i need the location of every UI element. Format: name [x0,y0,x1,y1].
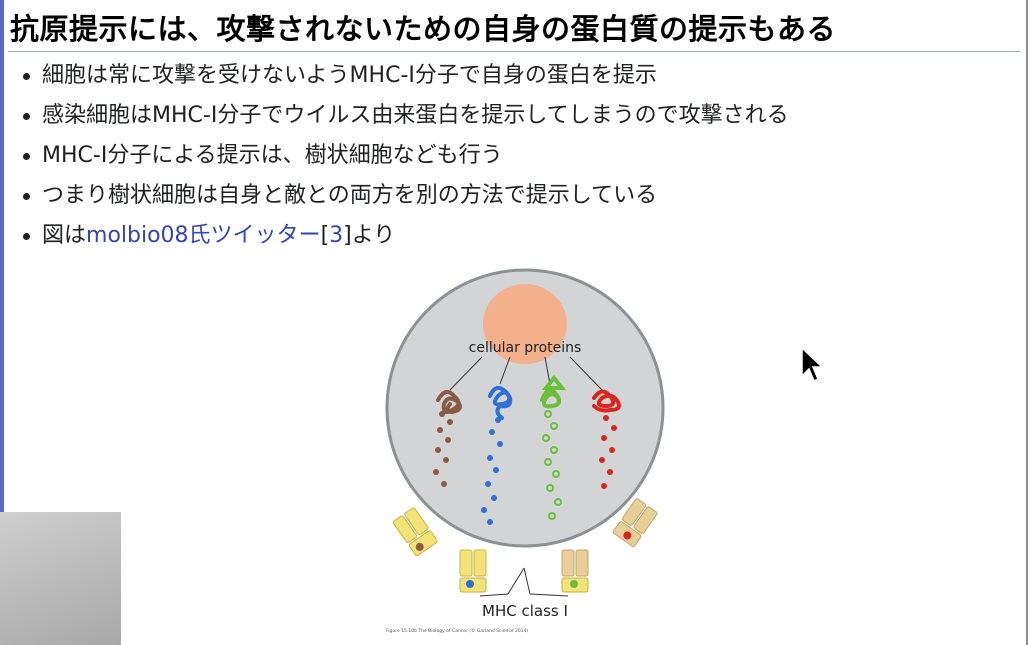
peptides-green [542,410,562,520]
mhc-molecule-left [392,507,438,557]
ref-open: [ [320,223,330,248]
bullet-text: MHC-I分子による提示は、樹状細胞なども行う [42,143,503,168]
protein-brown [436,389,462,415]
bullet-item-source: 図はmolbio08氏ツイッター[3]より [20,216,789,256]
source-prefix: 図は [42,223,87,248]
protein-red [592,389,621,413]
bullet-text: 細胞は常に攻撃を受けないようMHC-I分子で自身の蛋白を提示 [42,63,657,88]
mhc-molecule-right [612,498,658,548]
bullet-dot [23,153,30,160]
bullet-text: 感染細胞はMHC-I分子でウイルス由来蛋白を提示してしまうので攻撃される [42,103,789,128]
bullet-item: MHC-I分子による提示は、樹状細胞なども行う [20,136,789,176]
mhc-molecule-center-left [459,549,487,593]
mouse-cursor-icon [801,346,824,383]
source-suffix: より [351,223,396,248]
peptides-red [599,415,617,489]
bullet-dot [23,113,30,120]
mhc-figure: cellular proteins [385,268,665,634]
mhc-molecule-center-right [561,549,589,593]
protein-blob [483,284,567,364]
ref-close: ] [343,223,352,248]
title-divider [8,51,1020,52]
slide-title: 抗原提示には、攻撃されないための自身の蛋白質の提示もある [10,12,837,46]
bullet-item: つまり樹状細胞は自身と敵との両方を別の方法で提示している [20,176,789,216]
figure-caption: Figure 15.10b The Biology of Cancer (© G… [386,627,528,634]
peptides-brown [433,411,453,487]
label-cellular-proteins: cellular proteins [469,340,582,356]
bullet-text: つまり樹状細胞は自身と敵との両方を別の方法で提示している [42,183,658,208]
bullet-dot [23,73,30,80]
protein-blue [488,385,513,420]
label-mhc-class-i: MHC class I [482,602,568,620]
left-border [0,0,4,645]
right-border [1026,0,1028,645]
pointer-lines [449,356,603,391]
bullet-item: 細胞は常に攻撃を受けないようMHC-I分子で自身の蛋白を提示 [20,56,789,96]
reference-link[interactable]: 3 [329,223,344,248]
cell-body [385,268,665,548]
bullet-item: 感染細胞はMHC-I分子でウイルス由来蛋白を提示してしまうので攻撃される [20,96,789,136]
source-link[interactable]: molbio08氏ツイッター [86,223,321,248]
webcam-overlay [0,512,121,645]
peptides-blue [481,417,503,525]
protein-green [540,374,567,409]
bullet-dot [23,233,30,240]
bullet-dot [23,193,30,200]
bullet-list: 細胞は常に攻撃を受けないようMHC-I分子で自身の蛋白を提示 感染細胞はMHC-… [20,56,789,256]
mhc-label-lines [479,567,569,597]
